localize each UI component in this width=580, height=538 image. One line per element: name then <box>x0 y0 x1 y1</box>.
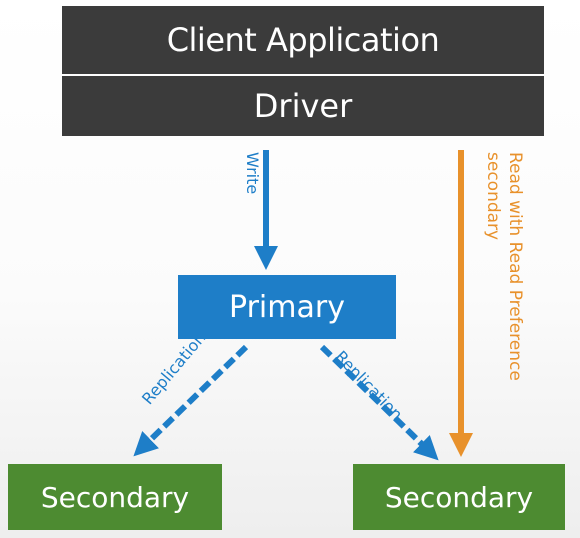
driver-label: Driver <box>253 87 353 125</box>
primary-label: Primary <box>229 289 345 325</box>
driver-box: Driver <box>62 76 544 136</box>
secondary-label-right: Secondary <box>384 480 534 514</box>
read-preference-secondary-label: secondary <box>483 152 503 241</box>
client-application-box: Client Application <box>62 6 544 74</box>
secondary-label-left: Secondary <box>40 480 190 514</box>
read-preference-label: Read with Read Preference <box>505 152 525 381</box>
primary-box: Primary <box>178 275 396 339</box>
replication-arrow-left <box>133 344 249 457</box>
write-label: Write <box>243 152 262 195</box>
secondary-box-right: Secondary <box>353 464 565 530</box>
secondary-box-left: Secondary <box>8 464 222 530</box>
client-application-label: Client Application <box>166 21 440 59</box>
replication-arrow-right <box>319 344 439 461</box>
